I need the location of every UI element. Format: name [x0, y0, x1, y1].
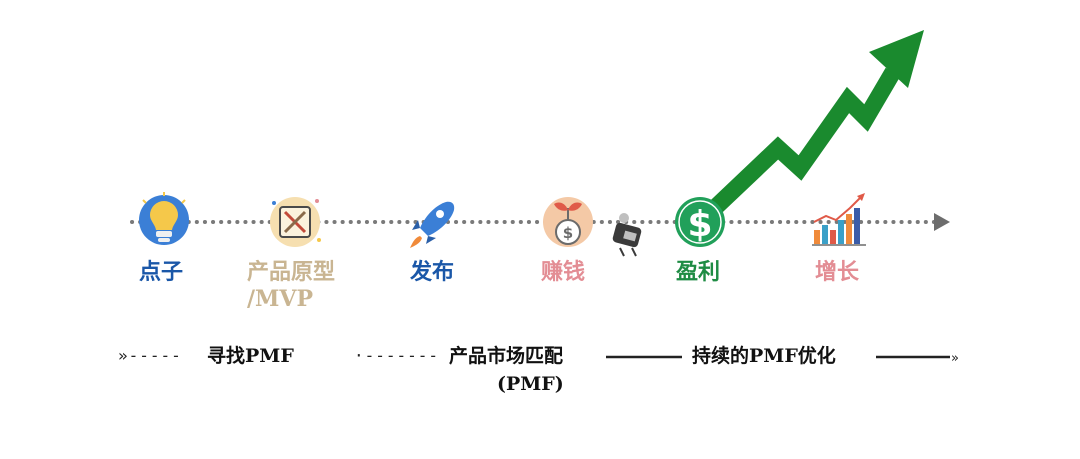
phase-label-find-pmf: 寻找PMF	[207, 345, 294, 367]
lightbulb-icon	[139, 192, 189, 245]
stage-label-prototype: 产品原型	[247, 259, 336, 285]
phase-dash-mid-left: ·-------	[354, 346, 440, 365]
stage-label-growth: 增长	[815, 259, 860, 285]
stage-label-prototype-mvp: /MVP	[247, 286, 313, 312]
phase-dash-left: »-----	[118, 346, 182, 365]
phase-label-continuous-optimization: 持续的PMF优化	[692, 345, 836, 367]
stage-label-profit: 盈利	[676, 259, 721, 285]
growth-arrow-icon	[694, 30, 924, 229]
growth-chart-icon	[812, 193, 866, 246]
stage-label-launch: 发布	[410, 259, 455, 285]
phase-label-product-market-fit: 产品市场匹配	[449, 345, 564, 367]
dollar-icon: $	[675, 197, 725, 247]
stage-label-earn: 赚钱	[541, 259, 586, 285]
rocket-icon	[410, 201, 455, 248]
svg-text:$: $	[687, 204, 712, 245]
money-plant-icon: $	[543, 197, 593, 247]
prototype-icon	[270, 197, 321, 247]
coin-bag-figure-icon	[612, 213, 642, 257]
svg-text:$: $	[563, 224, 573, 242]
timeline-arrowhead	[934, 213, 950, 231]
stage-label-idea: 点子	[139, 259, 184, 285]
phase-label-pmf-abbrev: (PMF)	[497, 373, 564, 395]
